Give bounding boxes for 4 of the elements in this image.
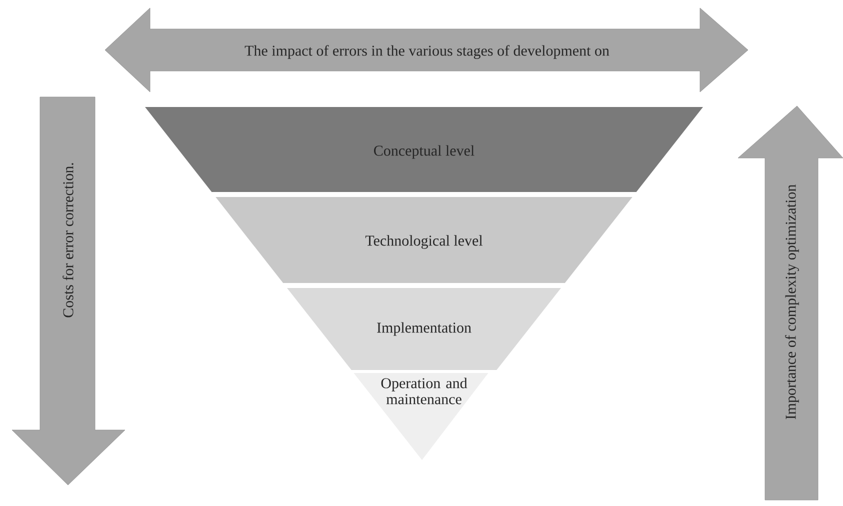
pyramid-band: Conceptual level bbox=[145, 107, 703, 192]
pyramid-band: Implementation bbox=[287, 288, 561, 370]
pyramid-tip: Operation and maintenance bbox=[354, 373, 488, 460]
pyramid-band: Technological level bbox=[216, 197, 632, 283]
